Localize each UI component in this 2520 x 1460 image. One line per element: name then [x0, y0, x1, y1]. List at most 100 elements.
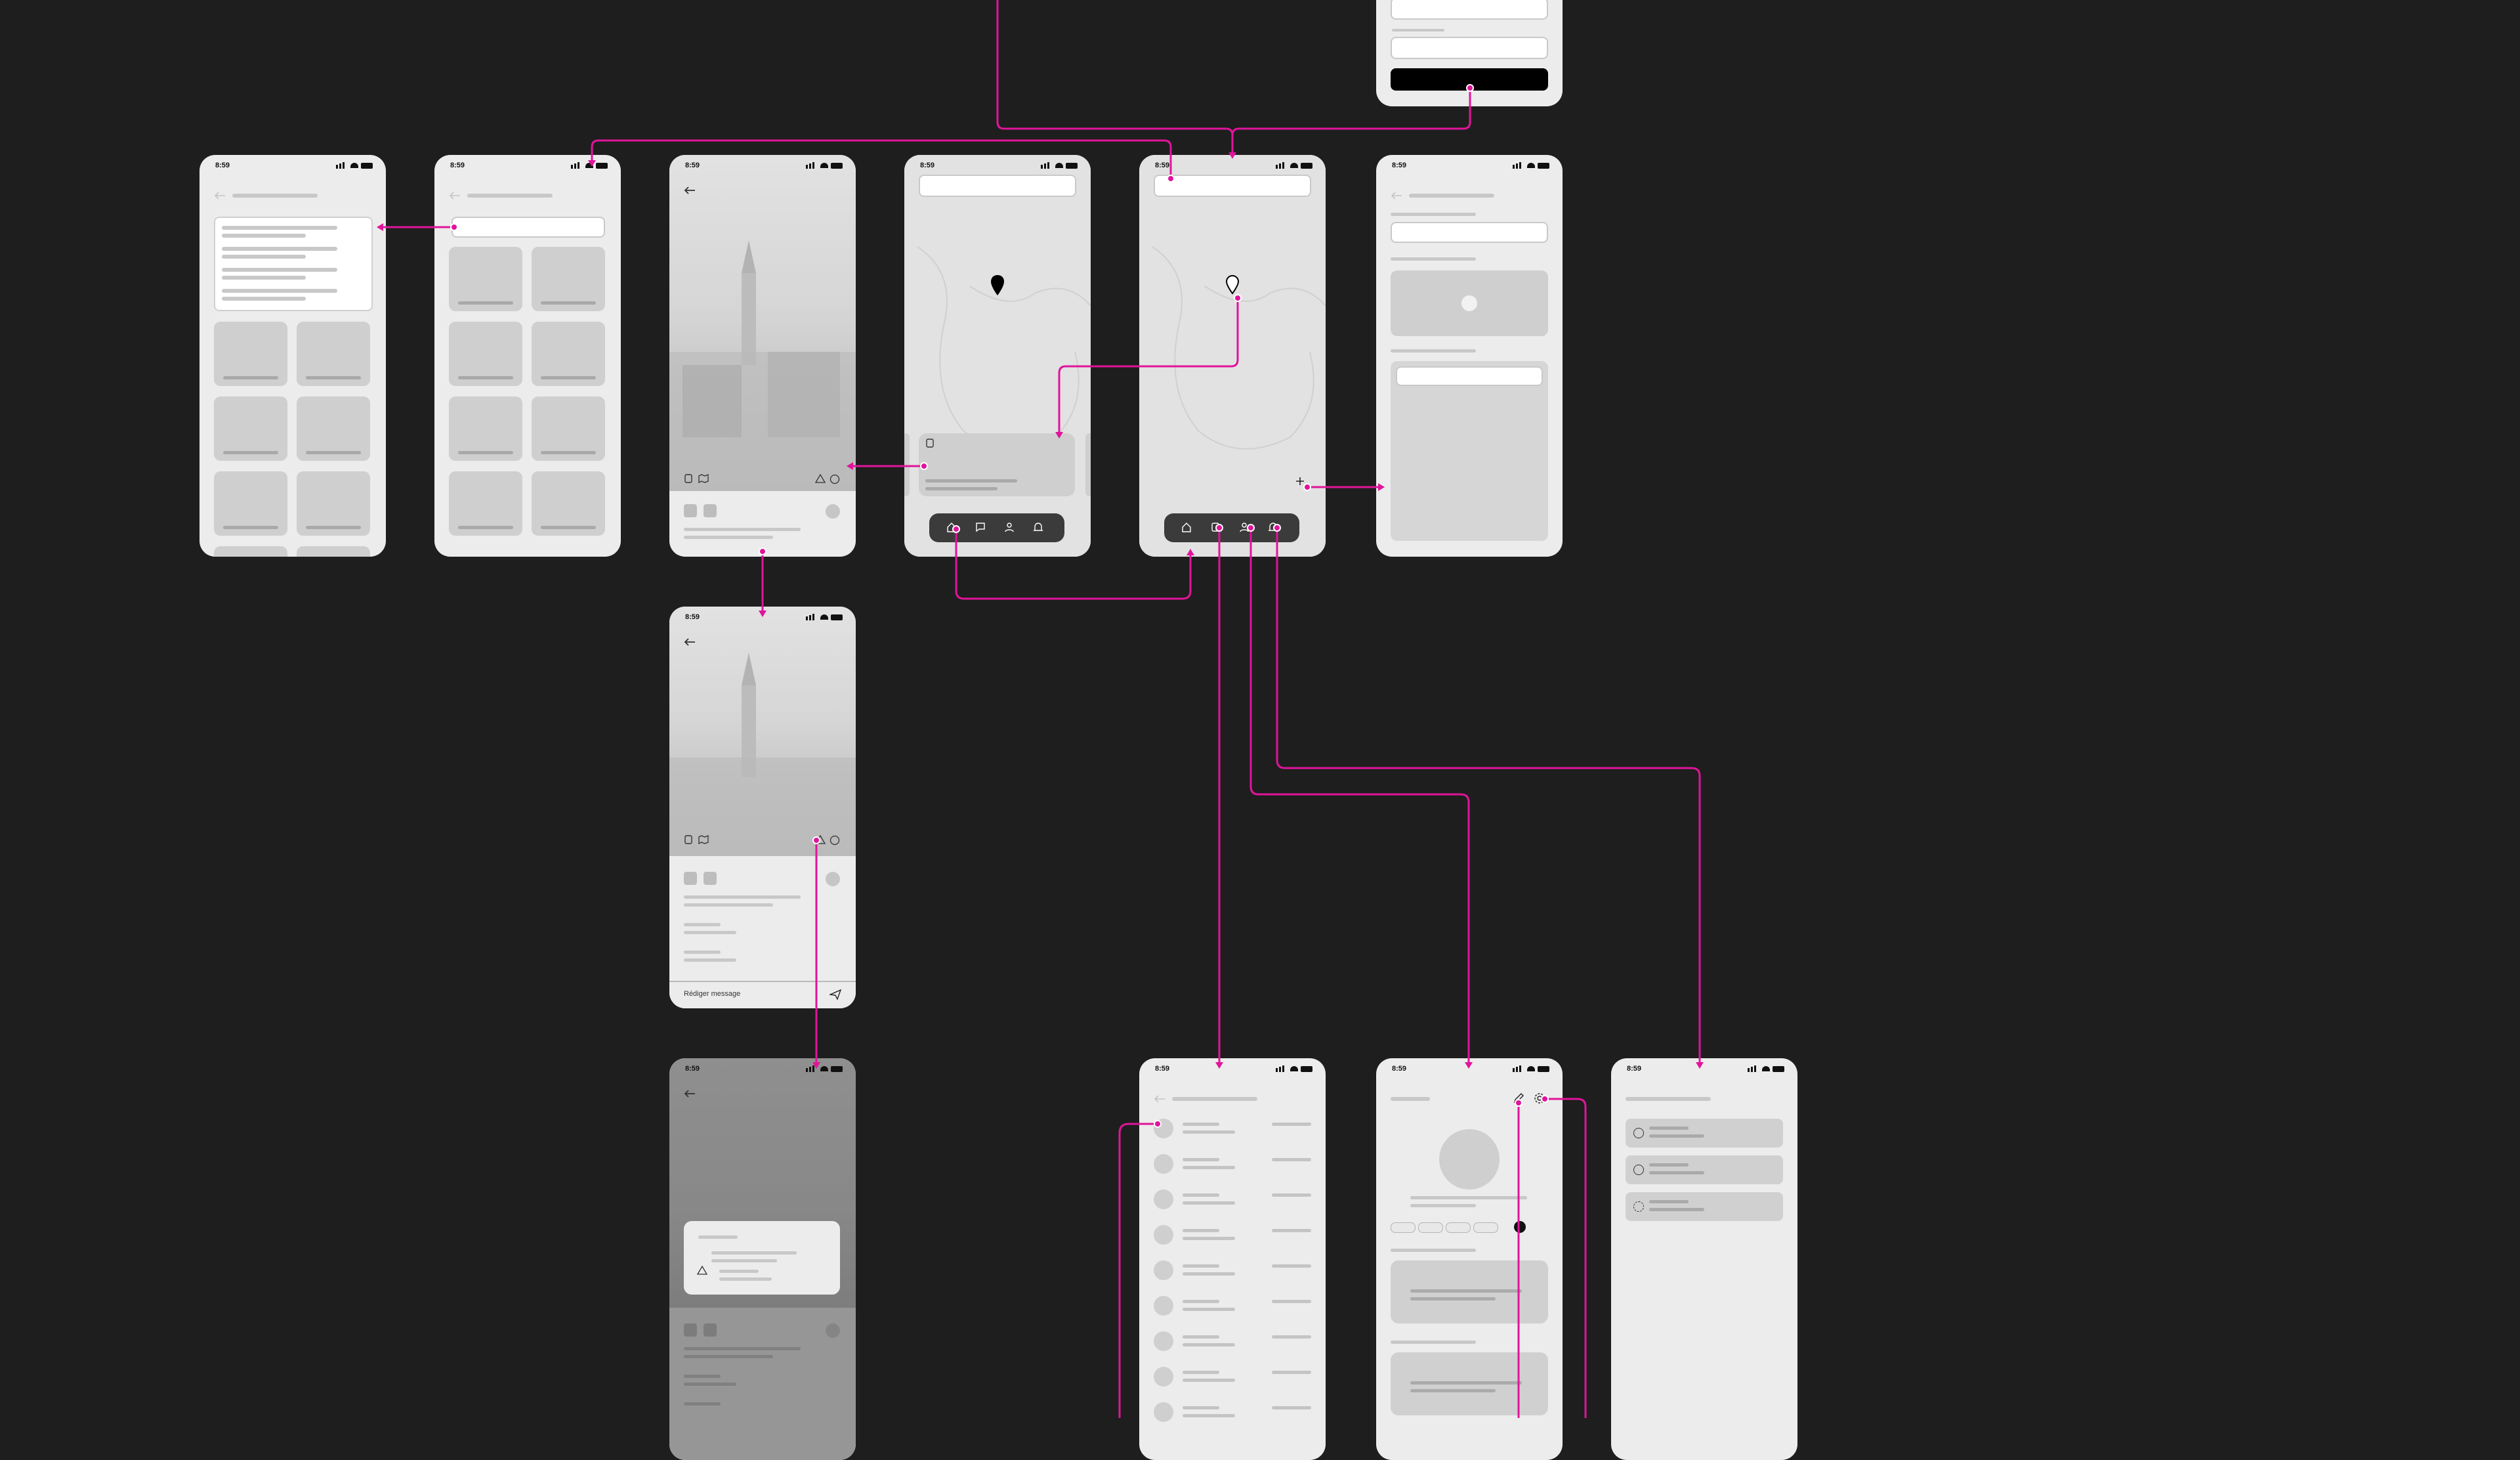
warning-icon[interactable] [815, 835, 826, 844]
settings-item[interactable] [1626, 1192, 1783, 1221]
grid-tile[interactable] [449, 247, 522, 311]
list-item[interactable] [1154, 1330, 1311, 1352]
grid-tile[interactable] [532, 322, 605, 386]
home-icon[interactable] [946, 522, 957, 532]
list-item[interactable] [1154, 1401, 1311, 1423]
bookmark-icon[interactable] [684, 474, 693, 483]
plus-icon[interactable] [1295, 477, 1305, 486]
home-icon[interactable] [1181, 522, 1192, 532]
settings-item[interactable] [1626, 1119, 1783, 1148]
chat-icon[interactable] [975, 522, 986, 532]
arrow-left-icon[interactable] [449, 192, 461, 200]
grid-tile[interactable] [532, 247, 605, 311]
grid-tile[interactable] [214, 322, 287, 386]
bell-icon[interactable] [1033, 522, 1043, 532]
status-icons [1276, 162, 1312, 169]
search-input[interactable] [919, 175, 1076, 197]
upvote-button[interactable] [684, 1323, 697, 1337]
avatar [1154, 1367, 1173, 1386]
grid-tile[interactable] [532, 471, 605, 536]
dropdown-panel[interactable] [214, 217, 373, 311]
profile-card[interactable] [1391, 1352, 1548, 1415]
map-area[interactable] [904, 155, 1091, 557]
send-icon[interactable] [830, 989, 841, 1000]
arrow-left-icon[interactable] [214, 192, 226, 200]
grid-tile[interactable] [449, 397, 522, 461]
status-time: 8:59 [1155, 1065, 1170, 1073]
building-illustration [669, 240, 856, 491]
location-map[interactable] [1391, 361, 1548, 541]
pencil-icon[interactable] [1513, 1092, 1524, 1104]
list-item[interactable] [1154, 1117, 1311, 1140]
grid-tile[interactable] [449, 471, 522, 536]
downvote-button[interactable] [704, 504, 717, 517]
list-item-title [1183, 1123, 1219, 1126]
tag-chip[interactable] [1391, 1222, 1416, 1233]
login-submit-button[interactable] [1391, 68, 1548, 91]
map-icon[interactable] [698, 474, 709, 483]
map-pin-icon[interactable] [990, 274, 1005, 297]
status-bar: 8:59 [1376, 155, 1563, 175]
upvote-button[interactable] [684, 504, 697, 517]
list-item-subtitle [1183, 1308, 1235, 1311]
list-item[interactable] [1154, 1224, 1311, 1246]
name-field[interactable] [1391, 222, 1548, 243]
gear-icon[interactable] [1534, 1092, 1545, 1104]
list-item-title [1183, 1300, 1219, 1303]
status-time: 8:59 [1627, 1065, 1642, 1073]
list-item[interactable] [1154, 1188, 1311, 1211]
search-input[interactable] [452, 217, 605, 238]
list-item[interactable] [1154, 1259, 1311, 1281]
tag-chip[interactable] [1418, 1222, 1443, 1233]
login-field-2[interactable] [1391, 37, 1548, 59]
map-area[interactable] [1139, 155, 1326, 557]
place-card[interactable] [919, 433, 1075, 496]
user-icon[interactable] [1004, 522, 1015, 532]
list-item[interactable] [1154, 1295, 1311, 1317]
grid-tile[interactable] [297, 397, 370, 461]
chat-icon[interactable] [830, 474, 840, 484]
bottom-nav [929, 513, 1064, 542]
list-item-subtitle [1183, 1379, 1235, 1382]
photo-upload[interactable] [1391, 270, 1548, 336]
tag-chip[interactable] [1473, 1222, 1498, 1233]
arrow-left-icon[interactable] [1154, 1095, 1166, 1103]
list-item-title [1183, 1371, 1219, 1374]
list-item-meta [1272, 1300, 1311, 1303]
settings-item[interactable] [1626, 1155, 1783, 1184]
arrow-left-icon[interactable] [684, 638, 696, 646]
profile-card[interactable] [1391, 1260, 1548, 1323]
add-tag-button[interactable] [1514, 1221, 1526, 1233]
grid-tile[interactable] [214, 471, 287, 536]
list-item[interactable] [1154, 1153, 1311, 1175]
warning-icon[interactable] [697, 1266, 707, 1275]
warning-icon[interactable] [815, 474, 826, 483]
map-icon[interactable] [698, 835, 709, 844]
list-item[interactable] [1154, 1365, 1311, 1388]
grid-tile[interactable] [449, 322, 522, 386]
login-field-1[interactable] [1391, 0, 1548, 20]
arrow-left-icon[interactable] [684, 186, 696, 194]
user-icon[interactable] [1239, 522, 1250, 532]
grid-tile[interactable] [532, 397, 605, 461]
grid-tile[interactable] [214, 397, 287, 461]
grid-tile[interactable] [297, 322, 370, 386]
screen-category-grid: 8:59 [434, 155, 621, 557]
arrow-left-icon[interactable] [1391, 192, 1402, 200]
upvote-button[interactable] [684, 872, 697, 885]
downvote-button[interactable] [704, 1323, 717, 1337]
arrow-left-icon[interactable] [684, 1090, 696, 1098]
status-icons [1276, 1065, 1312, 1072]
tag-chip[interactable] [1446, 1222, 1471, 1233]
bell-icon[interactable] [1268, 522, 1278, 532]
downvote-button[interactable] [704, 872, 717, 885]
grid-tile[interactable] [297, 471, 370, 536]
bookmark-icon[interactable] [1210, 522, 1221, 532]
map-pin-icon[interactable] [1225, 274, 1240, 297]
search-input[interactable] [1154, 175, 1311, 197]
address-field[interactable] [1396, 366, 1543, 386]
chat-icon[interactable] [830, 835, 840, 846]
list-item-subtitle [1183, 1130, 1235, 1134]
bookmark-icon[interactable] [684, 835, 693, 844]
compose-input[interactable]: Rédiger message [684, 990, 741, 998]
